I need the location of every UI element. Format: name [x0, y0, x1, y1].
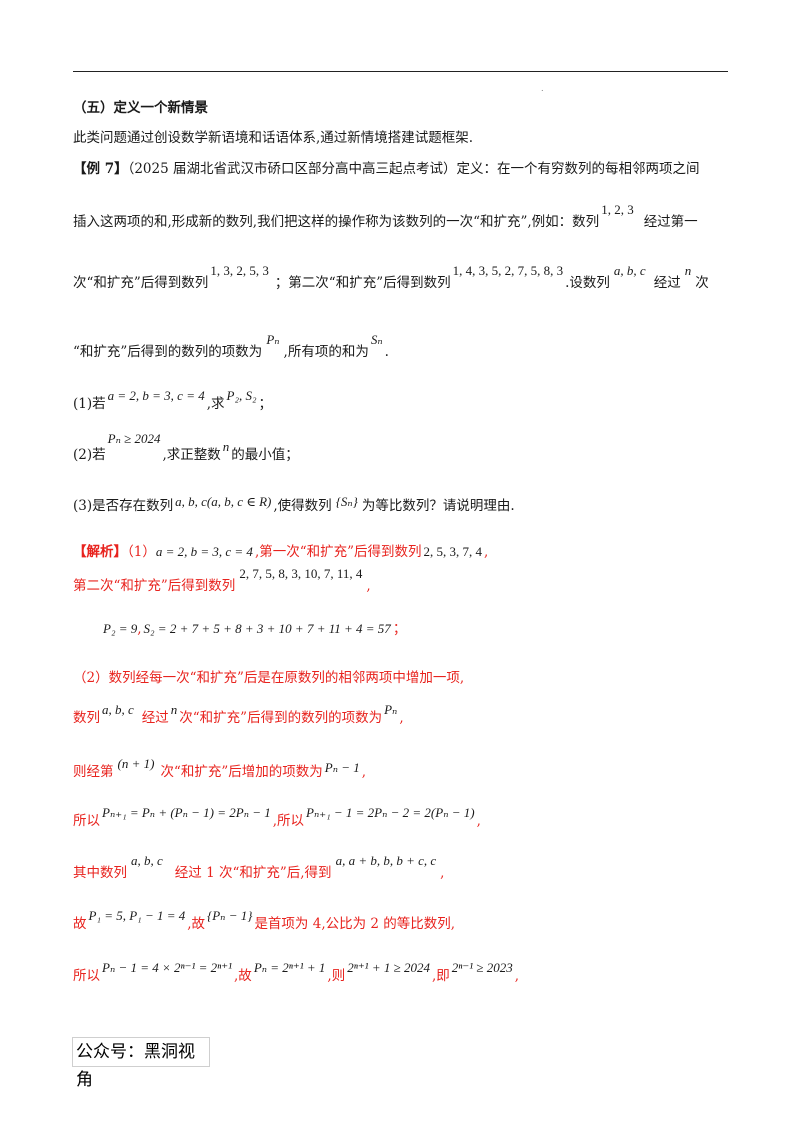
watermark-label: 公众号：黑洞视角 — [72, 1037, 210, 1090]
solution-line-5: 数列a, b, c经过n次“和扩充”后得到的数列的项数为Pₙ, — [73, 702, 404, 726]
question-2: (2)若Pₙ ≥ 2024,求正整数n的最小值； — [73, 431, 299, 463]
solution-line-3: P₂ = 9,S₂ = 2 + 7 + 5 + 8 + 3 + 10 + 7 +… — [103, 621, 407, 637]
header-rule — [73, 71, 728, 72]
example-line-2: 插入这两项的和,形成新的数列,我们把这样的操作称为该数列的一次“和扩充”,例如：… — [73, 202, 698, 230]
solution-tag: 【解析】 — [73, 544, 127, 560]
example-line-4: “和扩充”后得到的数列的项数为Pₙ,所有项的和为Sₙ. — [73, 332, 389, 360]
header-dot: . — [541, 84, 544, 93]
solution-line-8: 其中数列a, b, c经过 1 次“和扩充”后,得到a, a + b, b, b… — [73, 853, 445, 881]
intro-text: 此类问题通过创设数学新语境和话语体系,通过新情境搭建试题框架. — [73, 130, 474, 146]
question-1: (1)若a = 2, b = 3, c = 4,求P₂, S₂； — [73, 388, 272, 412]
solution-line-4: （2）数列经每一次“和扩充”后是在原数列的相邻两项中增加一项, — [73, 670, 465, 686]
solution-line-1: 【解析】（1）a = 2, b = 3, c = 4,第一次“和扩充”后得到数列… — [73, 544, 489, 560]
section-title: （五）定义一个新情景 — [73, 100, 208, 116]
example-tag: 【例 7】 — [73, 161, 128, 177]
example-line-3: 次“和扩充”后得到数列1, 3, 2, 5, 3；第二次“和扩充”后得到数列1,… — [73, 263, 709, 291]
solution-line-9: 故P₁ = 5, P₁ − 1 = 4,故{Pₙ − 1}是首项为 4,公比为 … — [73, 908, 456, 932]
solution-line-7: 所以Pₙ₊₁ = Pₙ + (Pₙ − 1) = 2Pₙ − 1,所以Pₙ₊₁ … — [73, 805, 481, 829]
solution-line-10: 所以Pₙ − 1 = 4 × 2ⁿ⁻¹ = 2ⁿ⁺¹,故Pₙ = 2ⁿ⁺¹ + … — [73, 960, 520, 984]
example-line-1: 【例 7】（2025 届湖北省武汉市硚口区部分高中高三起点考试）定义：在一个有穷… — [73, 161, 700, 177]
solution-line-2: 第二次“和扩充”后得到数列2, 7, 5, 8, 3, 10, 7, 11, 4… — [73, 566, 371, 594]
